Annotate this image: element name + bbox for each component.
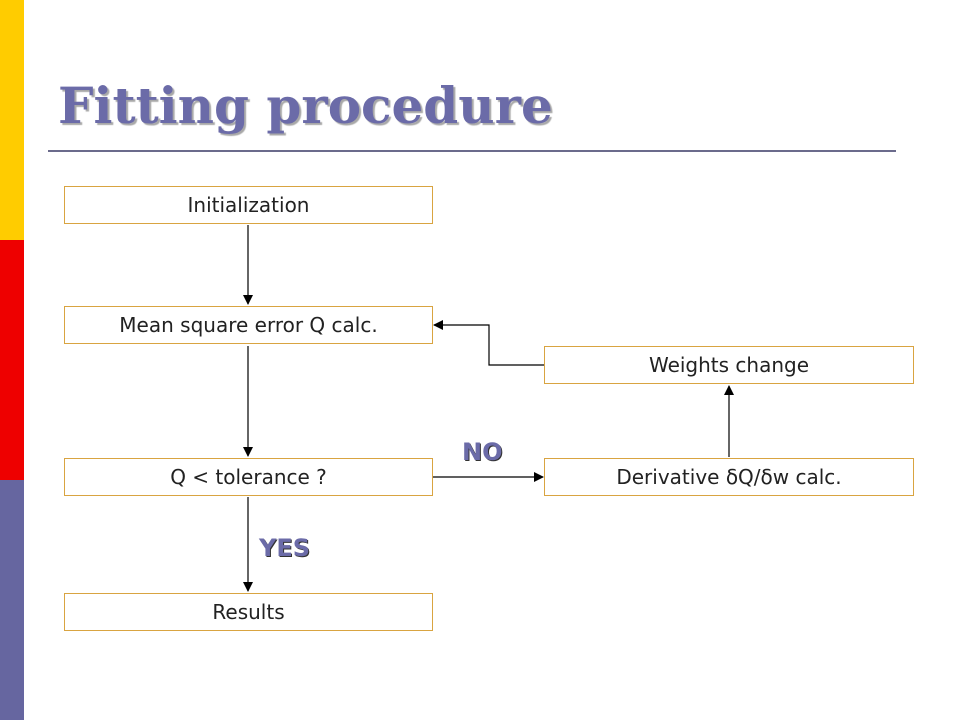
label-yes: YES xyxy=(259,534,311,562)
slide-title: Fitting procedure xyxy=(58,76,553,135)
side-bar-yellow xyxy=(0,0,24,240)
node-initialization: Initialization xyxy=(64,186,433,224)
label-no: NO xyxy=(462,438,503,466)
side-bar-blue xyxy=(0,480,24,720)
node-results: Results xyxy=(64,593,433,631)
node-weights-change: Weights change xyxy=(544,346,914,384)
title-divider xyxy=(48,150,896,152)
arrow-weights-to-mse xyxy=(433,320,544,366)
node-mean-square-error: Mean square error Q calc. xyxy=(64,306,433,344)
node-derivative: Derivative δQ/δw calc. xyxy=(544,458,914,496)
side-bar-red xyxy=(0,240,24,480)
node-tolerance-check: Q < tolerance ? xyxy=(64,458,433,496)
